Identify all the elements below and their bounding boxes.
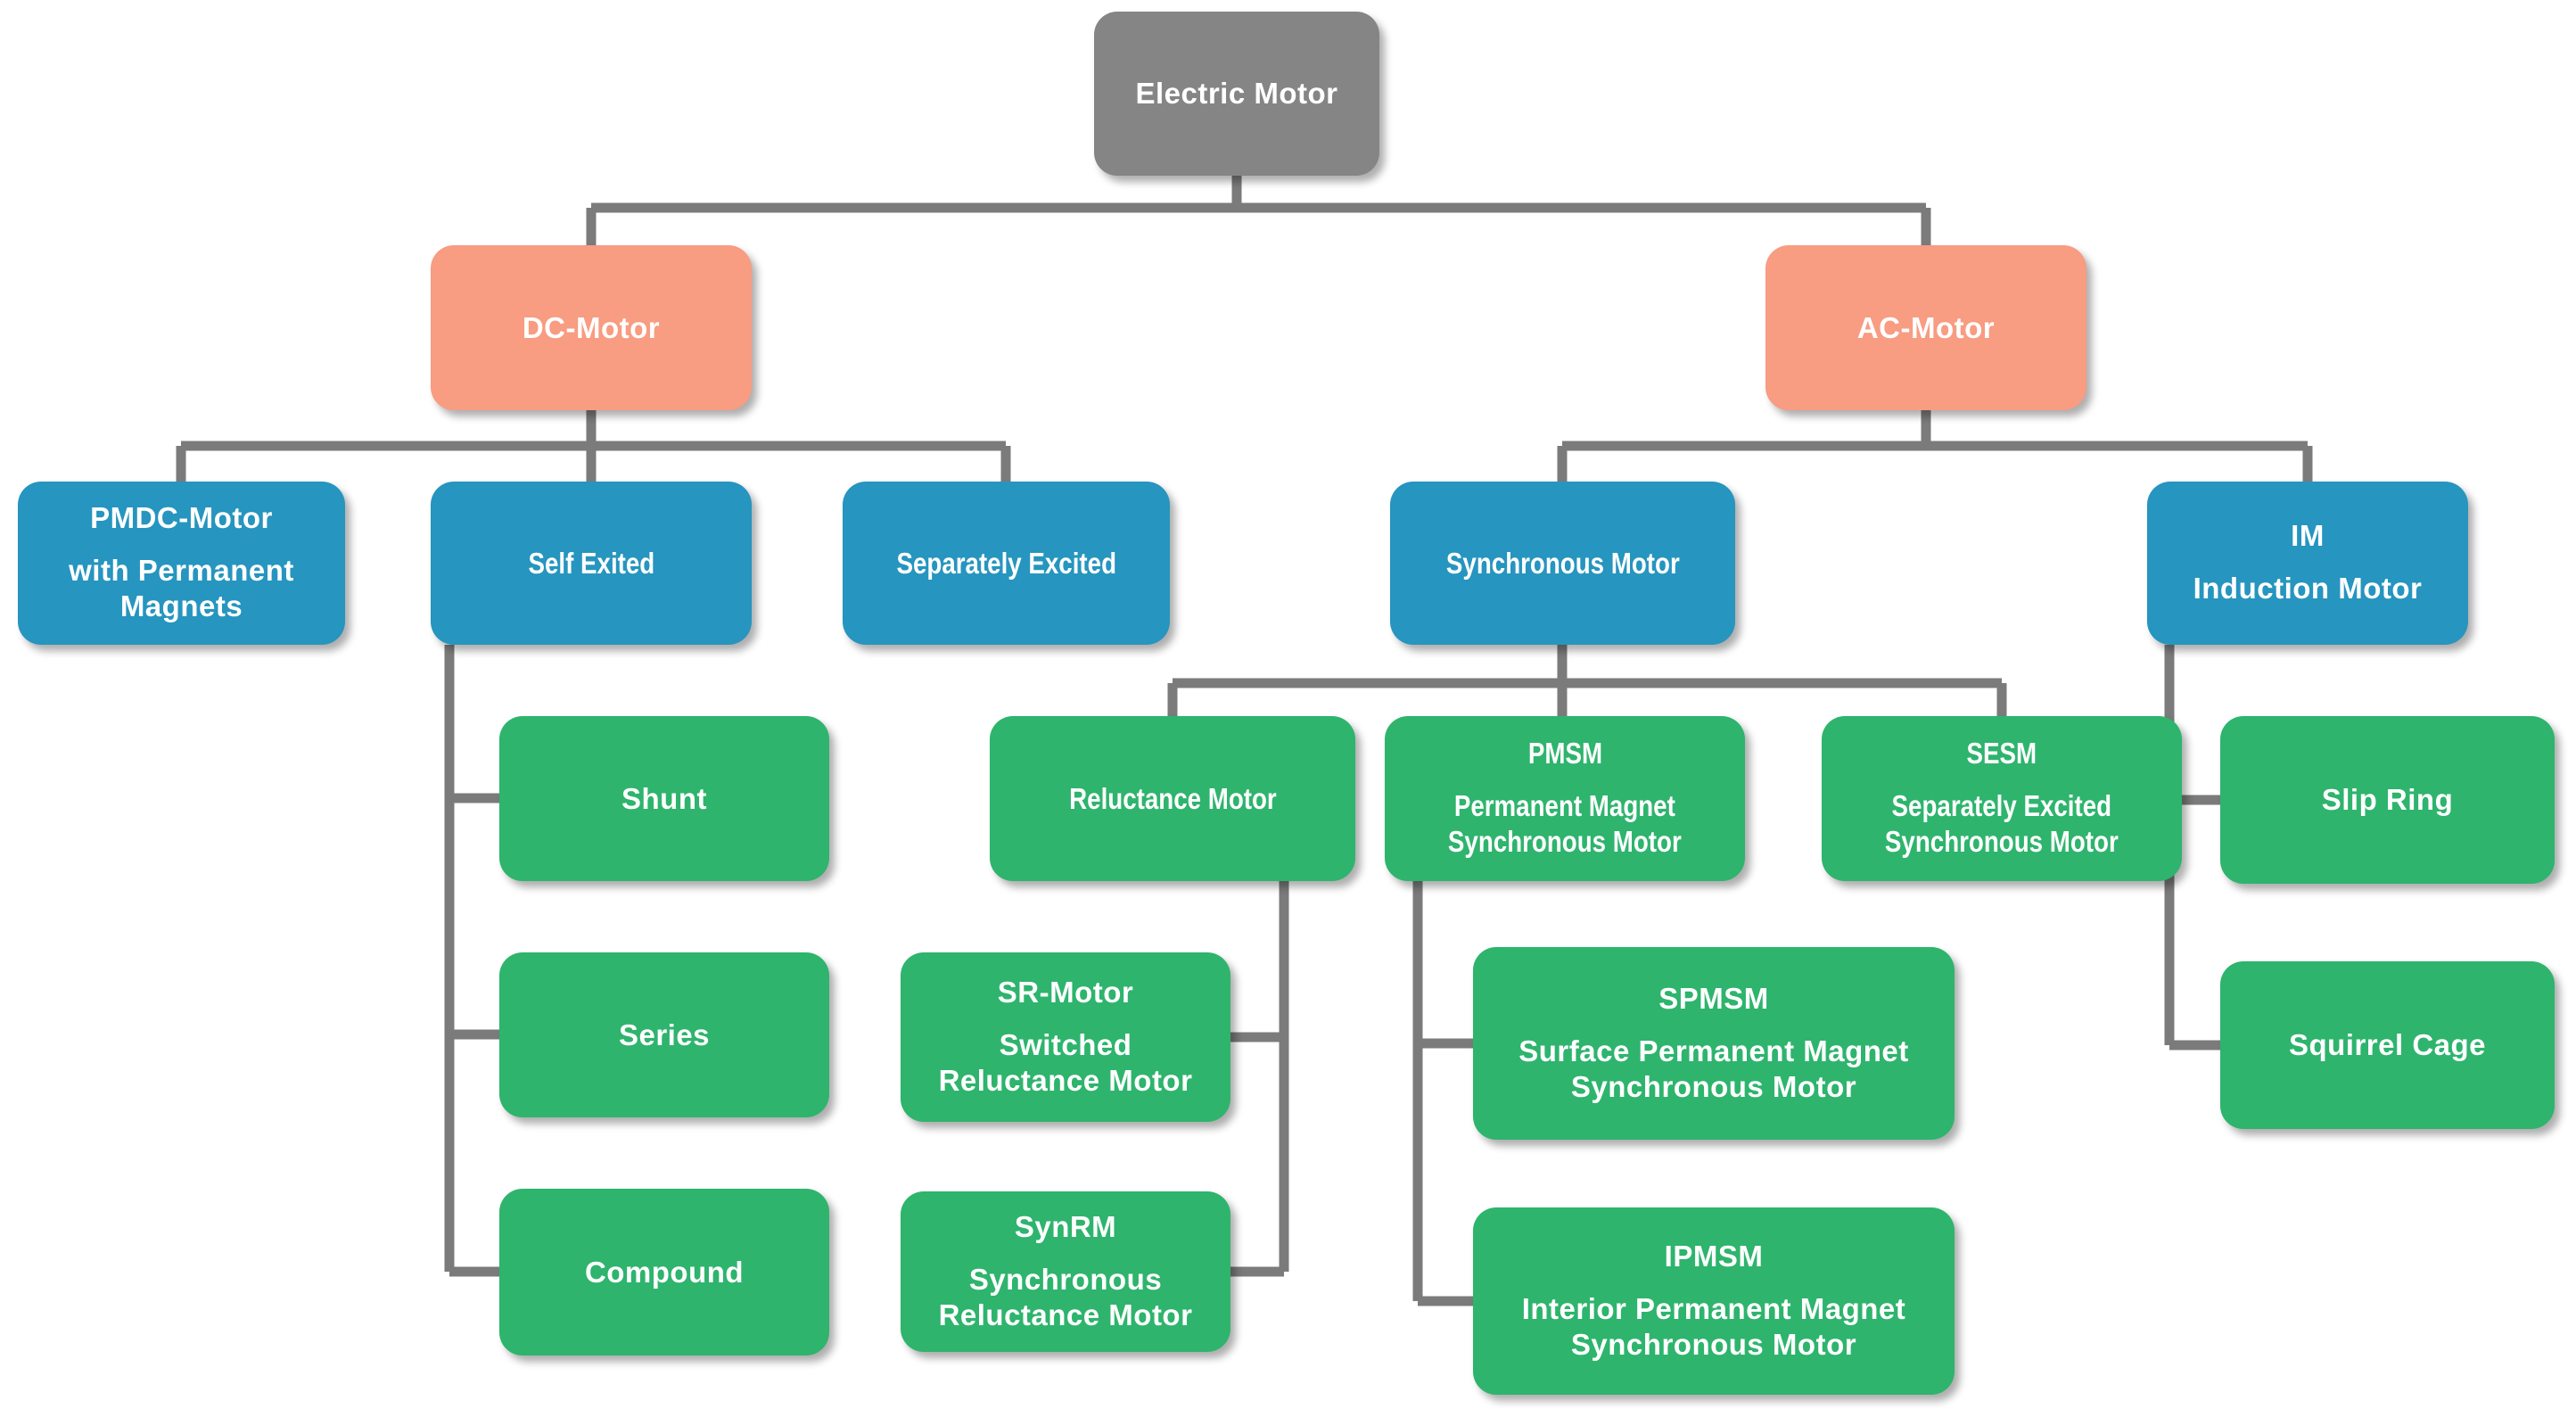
node-subtitle-line: Interior Permanent Magnet	[1521, 1291, 1906, 1325]
node-induction-motor: IM Induction Motor	[2147, 482, 2468, 645]
connector-dc-children	[176, 410, 1011, 482]
node-title: SynRM	[1014, 1209, 1117, 1243]
node-ac-motor: AC-Motor	[1765, 245, 2086, 410]
node-title: Self Exited	[528, 546, 654, 580]
node-subtitle: Interior Permanent Magnet Synchronous Mo…	[1522, 1291, 1906, 1364]
node-subtitle-line: Reluctance Motor	[938, 1063, 1193, 1097]
node-reluctance-motor: Reluctance Motor	[990, 716, 1355, 881]
node-subtitle-line: Magnets	[119, 589, 243, 623]
node-subtitle-line: Synchronous Motor	[1570, 1327, 1857, 1361]
node-title: DC-Motor	[522, 310, 661, 344]
node-subtitle-line: Surface Permanent Magnet	[1518, 1034, 1909, 1067]
connector-self-exited-children	[444, 645, 501, 1277]
node-subtitle: Switched Reluctance Motor	[939, 1027, 1193, 1100]
connector-pmsm-children	[1412, 881, 1475, 1306]
node-subtitle: Permanent Magnet Synchronous Motor	[1448, 788, 1682, 861]
node-title: Electric Motor	[1135, 77, 1338, 111]
node-subtitle-line: Synchronous Motor	[1448, 825, 1682, 859]
node-subtitle: Separately Excited Synchronous Motor	[1885, 788, 2119, 861]
connector-reluctance-children	[1229, 881, 1289, 1277]
node-ipmsm: IPMSM Interior Permanent Magnet Synchron…	[1473, 1207, 1955, 1395]
node-sesm: SESM Separately Excited Synchronous Moto…	[1822, 716, 2182, 881]
node-subtitle-line: Reluctance Motor	[938, 1298, 1193, 1331]
node-slip-ring: Slip Ring	[2220, 716, 2555, 884]
connector-synchronous-children	[1167, 645, 2007, 716]
node-shunt: Shunt	[499, 716, 829, 881]
node-synrm: SynRM Synchronous Reluctance Motor	[901, 1191, 1230, 1352]
node-title: SPMSM	[1658, 981, 1769, 1015]
node-subtitle-line: Switched	[999, 1027, 1132, 1061]
node-subtitle-line: Synchronous Motor	[1570, 1069, 1857, 1103]
node-title: PMSM	[1527, 737, 1602, 770]
connector-ac-children	[1557, 410, 2313, 482]
node-synchronous-motor: Synchronous Motor	[1390, 482, 1735, 645]
node-self-exited: Self Exited	[431, 482, 752, 645]
node-separately-excited: Separately Excited	[843, 482, 1170, 645]
node-squirrel-cage: Squirrel Cage	[2220, 961, 2555, 1129]
node-spmsm: SPMSM Surface Permanent Magnet Synchrono…	[1473, 947, 1955, 1140]
node-title: PMDC-Motor	[90, 501, 273, 535]
node-title: SR-Motor	[997, 975, 1134, 1009]
node-subtitle-line: Induction Motor	[2193, 572, 2423, 606]
node-dc-motor: DC-Motor	[431, 245, 752, 410]
node-title: Separately Excited	[896, 546, 1116, 580]
node-subtitle-line: Synchronous	[968, 1262, 1163, 1296]
node-title: Series	[618, 1018, 711, 1051]
node-subtitle: with Permanent Magnets	[69, 553, 294, 625]
node-pmsm: PMSM Permanent Magnet Synchronous Motor	[1385, 716, 1745, 881]
node-title: Synchronous Motor	[1445, 546, 1680, 580]
node-subtitle: Surface Permanent Magnet Synchronous Mot…	[1518, 1034, 1908, 1106]
node-title: IM	[2291, 519, 2325, 553]
node-title: SESM	[1966, 737, 2037, 770]
node-title: Squirrel Cage	[2288, 1028, 2487, 1062]
node-title: IPMSM	[1664, 1239, 1764, 1273]
node-compound: Compound	[499, 1189, 829, 1355]
node-electric-motor: Electric Motor	[1094, 12, 1379, 176]
node-title: Shunt	[621, 781, 707, 815]
node-title: Slip Ring	[2321, 783, 2454, 817]
node-series: Series	[499, 952, 829, 1117]
node-sr-motor: SR-Motor Switched Reluctance Motor	[901, 952, 1230, 1122]
node-subtitle-line: Separately Excited	[1891, 789, 2112, 823]
connector-root-to-dc-ac	[586, 176, 1931, 245]
node-subtitle-line: Synchronous Motor	[1885, 825, 2119, 859]
node-title: Compound	[584, 1255, 745, 1289]
node-pmdc-motor: PMDC-Motor with Permanent Magnets	[18, 482, 345, 645]
node-subtitle: Induction Motor	[2193, 571, 2423, 606]
node-title: Reluctance Motor	[1068, 781, 1277, 815]
node-subtitle-line: Permanent Magnet	[1453, 789, 1675, 823]
node-subtitle-line: with Permanent	[69, 554, 294, 588]
node-title: AC-Motor	[1856, 310, 1996, 344]
node-subtitle: Synchronous Reluctance Motor	[939, 1262, 1193, 1334]
